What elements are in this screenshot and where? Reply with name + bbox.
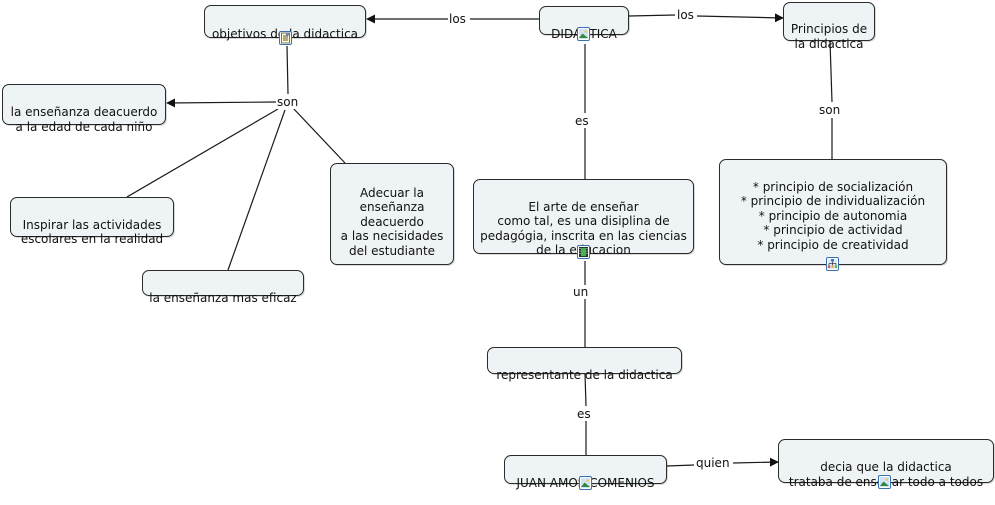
concept-ensenanza-edad[interactable]: la enseñanza deacuerdo a la edad de cada… [2, 84, 166, 134]
concept-label: JUAN AMOS COMENIOS [516, 475, 655, 490]
concept-label: * principio de socialización * principio… [740, 179, 926, 252]
concept-label: Inspirar las actividades escolares en la… [20, 217, 164, 247]
image-icon[interactable] [577, 27, 590, 41]
concept-adecuar[interactable]: Adecuar la enseñanza deacuerdo a las nec… [330, 163, 454, 265]
concept-lista-principios[interactable]: * principio de socialización * principio… [719, 159, 947, 265]
link-label-es: es [574, 114, 590, 128]
concept-label: decia que la didactica trataba de enseña… [788, 460, 984, 489]
document-icon[interactable] [279, 31, 292, 45]
link-label-es: es [576, 407, 592, 421]
concept-label: Adecuar la enseñanza deacuerdo a las nec… [340, 185, 444, 258]
edge-didactica-los-right [628, 14, 676, 17]
link-label-son: son [276, 95, 300, 109]
link-label-son: son [818, 103, 842, 117]
link-label-un: un [572, 285, 590, 299]
edge-son-adecuar [292, 107, 346, 164]
link-label-los: los [676, 8, 695, 22]
image-icon[interactable] [579, 476, 592, 490]
concept-label: objetivos de la didactica [211, 26, 359, 41]
edge-comenius-quien [666, 464, 695, 467]
concept-arte[interactable]: El arte de enseñar como tal, es una disi… [473, 179, 694, 257]
link-label-los: los [448, 12, 467, 26]
edge-los-principios [696, 13, 784, 23]
concept-eficaz[interactable]: la enseñanza mas eficaz [142, 270, 304, 305]
concept-label: El arte de enseñar como tal, es una disi… [480, 199, 687, 258]
link-label-quien: quien [695, 456, 731, 470]
concept-principios[interactable]: Principios de la didactica [783, 2, 875, 51]
edge-son-ensenanza-edad [166, 98, 277, 108]
concept-inspirar[interactable]: Inspirar las actividades escolares en la… [10, 197, 174, 246]
edge-son-inspirar [126, 108, 279, 198]
edge-representante-es [584, 373, 587, 407]
concept-label: Principios de la didactica [790, 22, 868, 51]
video-icon[interactable] [577, 245, 590, 259]
concept-map-icon[interactable] [826, 257, 839, 271]
edge-objetivos-son [286, 45, 289, 95]
edge-son-eficaz [227, 109, 286, 271]
edge-principios-son [829, 40, 833, 103]
edge-quien-decia [732, 457, 779, 467]
concept-label: la enseñanza deacuerdo a la edad de cada… [10, 105, 158, 134]
concept-label: la enseñanza mas eficaz [149, 290, 297, 305]
concept-representante[interactable]: representante de la didactica [487, 347, 682, 382]
concept-label: representante de la didactica [496, 367, 673, 382]
image-icon[interactable] [878, 475, 891, 489]
concept-comenius[interactable]: JUAN AMOS COMENIOS [504, 455, 667, 490]
